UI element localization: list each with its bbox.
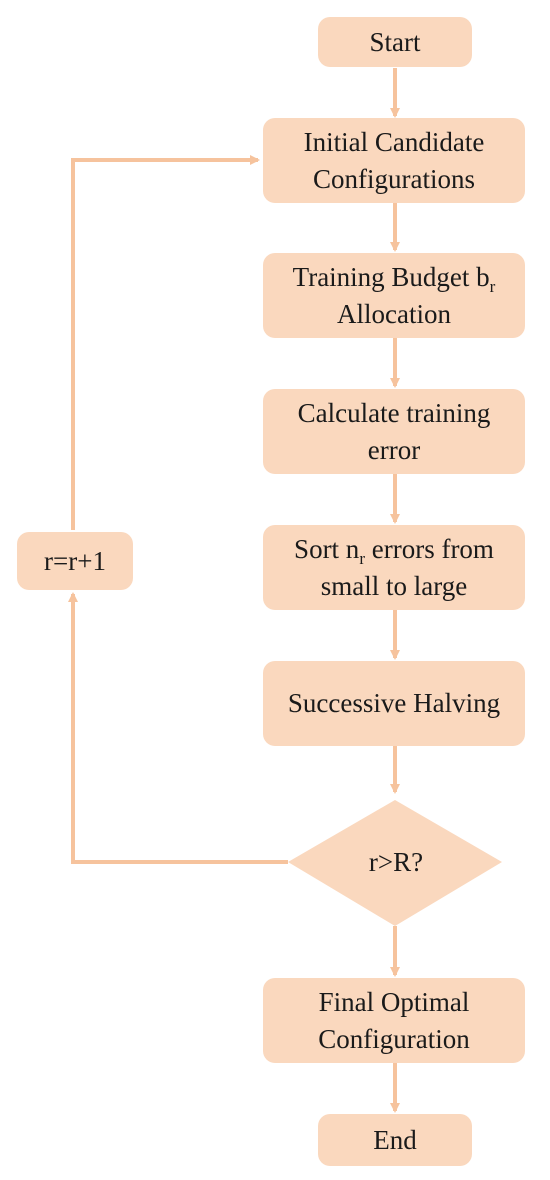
final-configuration-line1: Final Optimal bbox=[318, 986, 470, 1017]
final-configuration-node: Final Optimal Configuration bbox=[263, 978, 525, 1063]
sort-errors-subscript: r bbox=[359, 548, 365, 568]
training-budget-line2: Allocation bbox=[337, 298, 451, 329]
sort-errors-suffix: errors from bbox=[364, 533, 494, 564]
calculate-error-line1: Calculate training bbox=[297, 397, 491, 428]
calculate-error-line2: error bbox=[367, 434, 421, 465]
initial-candidate-line1: Initial Candidate bbox=[303, 126, 485, 157]
training-budget-node: Training Budget br Allocation bbox=[263, 253, 525, 338]
increment-label: r=r+1 bbox=[44, 545, 106, 576]
initial-candidate-line2: Configurations bbox=[313, 163, 475, 194]
initial-candidate-node: Initial Candidate Configurations bbox=[263, 118, 525, 203]
sort-errors-line2: small to large bbox=[320, 570, 468, 601]
end-node: End bbox=[318, 1114, 472, 1166]
increment-node: r=r+1 bbox=[17, 532, 133, 590]
sort-errors-prefix: Sort n bbox=[294, 533, 360, 564]
successive-halving-label: Successive Halving bbox=[287, 688, 501, 718]
end-label: End bbox=[373, 1124, 417, 1155]
start-node: Start bbox=[318, 17, 472, 67]
training-budget-subscript: r bbox=[489, 276, 496, 296]
training-budget-prefix: Training Budget b bbox=[292, 261, 490, 292]
successive-halving-node: Successive Halving bbox=[263, 661, 525, 746]
training-budget-line1: Training Budget br bbox=[293, 259, 496, 296]
sort-errors-node: Sort nr errors from small to large bbox=[263, 525, 525, 610]
start-label: Start bbox=[369, 26, 421, 57]
arrow-decision-to-increment bbox=[68, 592, 288, 864]
calculate-error-node: Calculate training error bbox=[263, 389, 525, 474]
arrow-increment-to-initial bbox=[71, 155, 260, 530]
sort-errors-line1: Sort nr errors from bbox=[294, 531, 494, 568]
decision-diamond bbox=[288, 800, 502, 926]
decision-label: r>R? bbox=[368, 846, 424, 877]
final-configuration-line2: Configuration bbox=[318, 1023, 470, 1054]
